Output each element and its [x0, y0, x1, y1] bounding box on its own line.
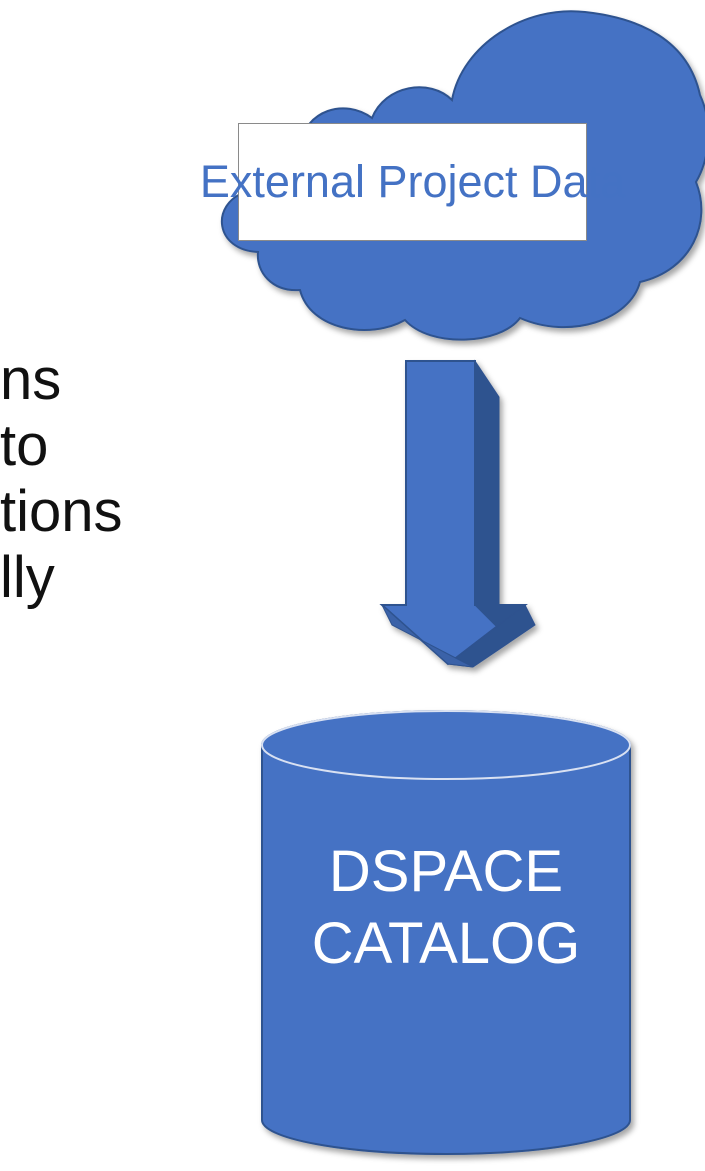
- body-line-1: ns: [0, 347, 62, 412]
- body-line-3: tions: [0, 479, 123, 544]
- database-label-line-2: CATALOG: [311, 911, 581, 976]
- cylinder-database-icon: [261, 710, 631, 1155]
- body-line-2: to: [0, 413, 49, 478]
- database-label-line-1: DSPACE: [328, 839, 564, 904]
- cloud-label: External Project Data: [200, 123, 625, 241]
- body-line-4: lly: [0, 545, 55, 610]
- database-label: DSPACE CATALOG: [263, 836, 629, 980]
- down-arrow-3d-icon: [379, 359, 536, 668]
